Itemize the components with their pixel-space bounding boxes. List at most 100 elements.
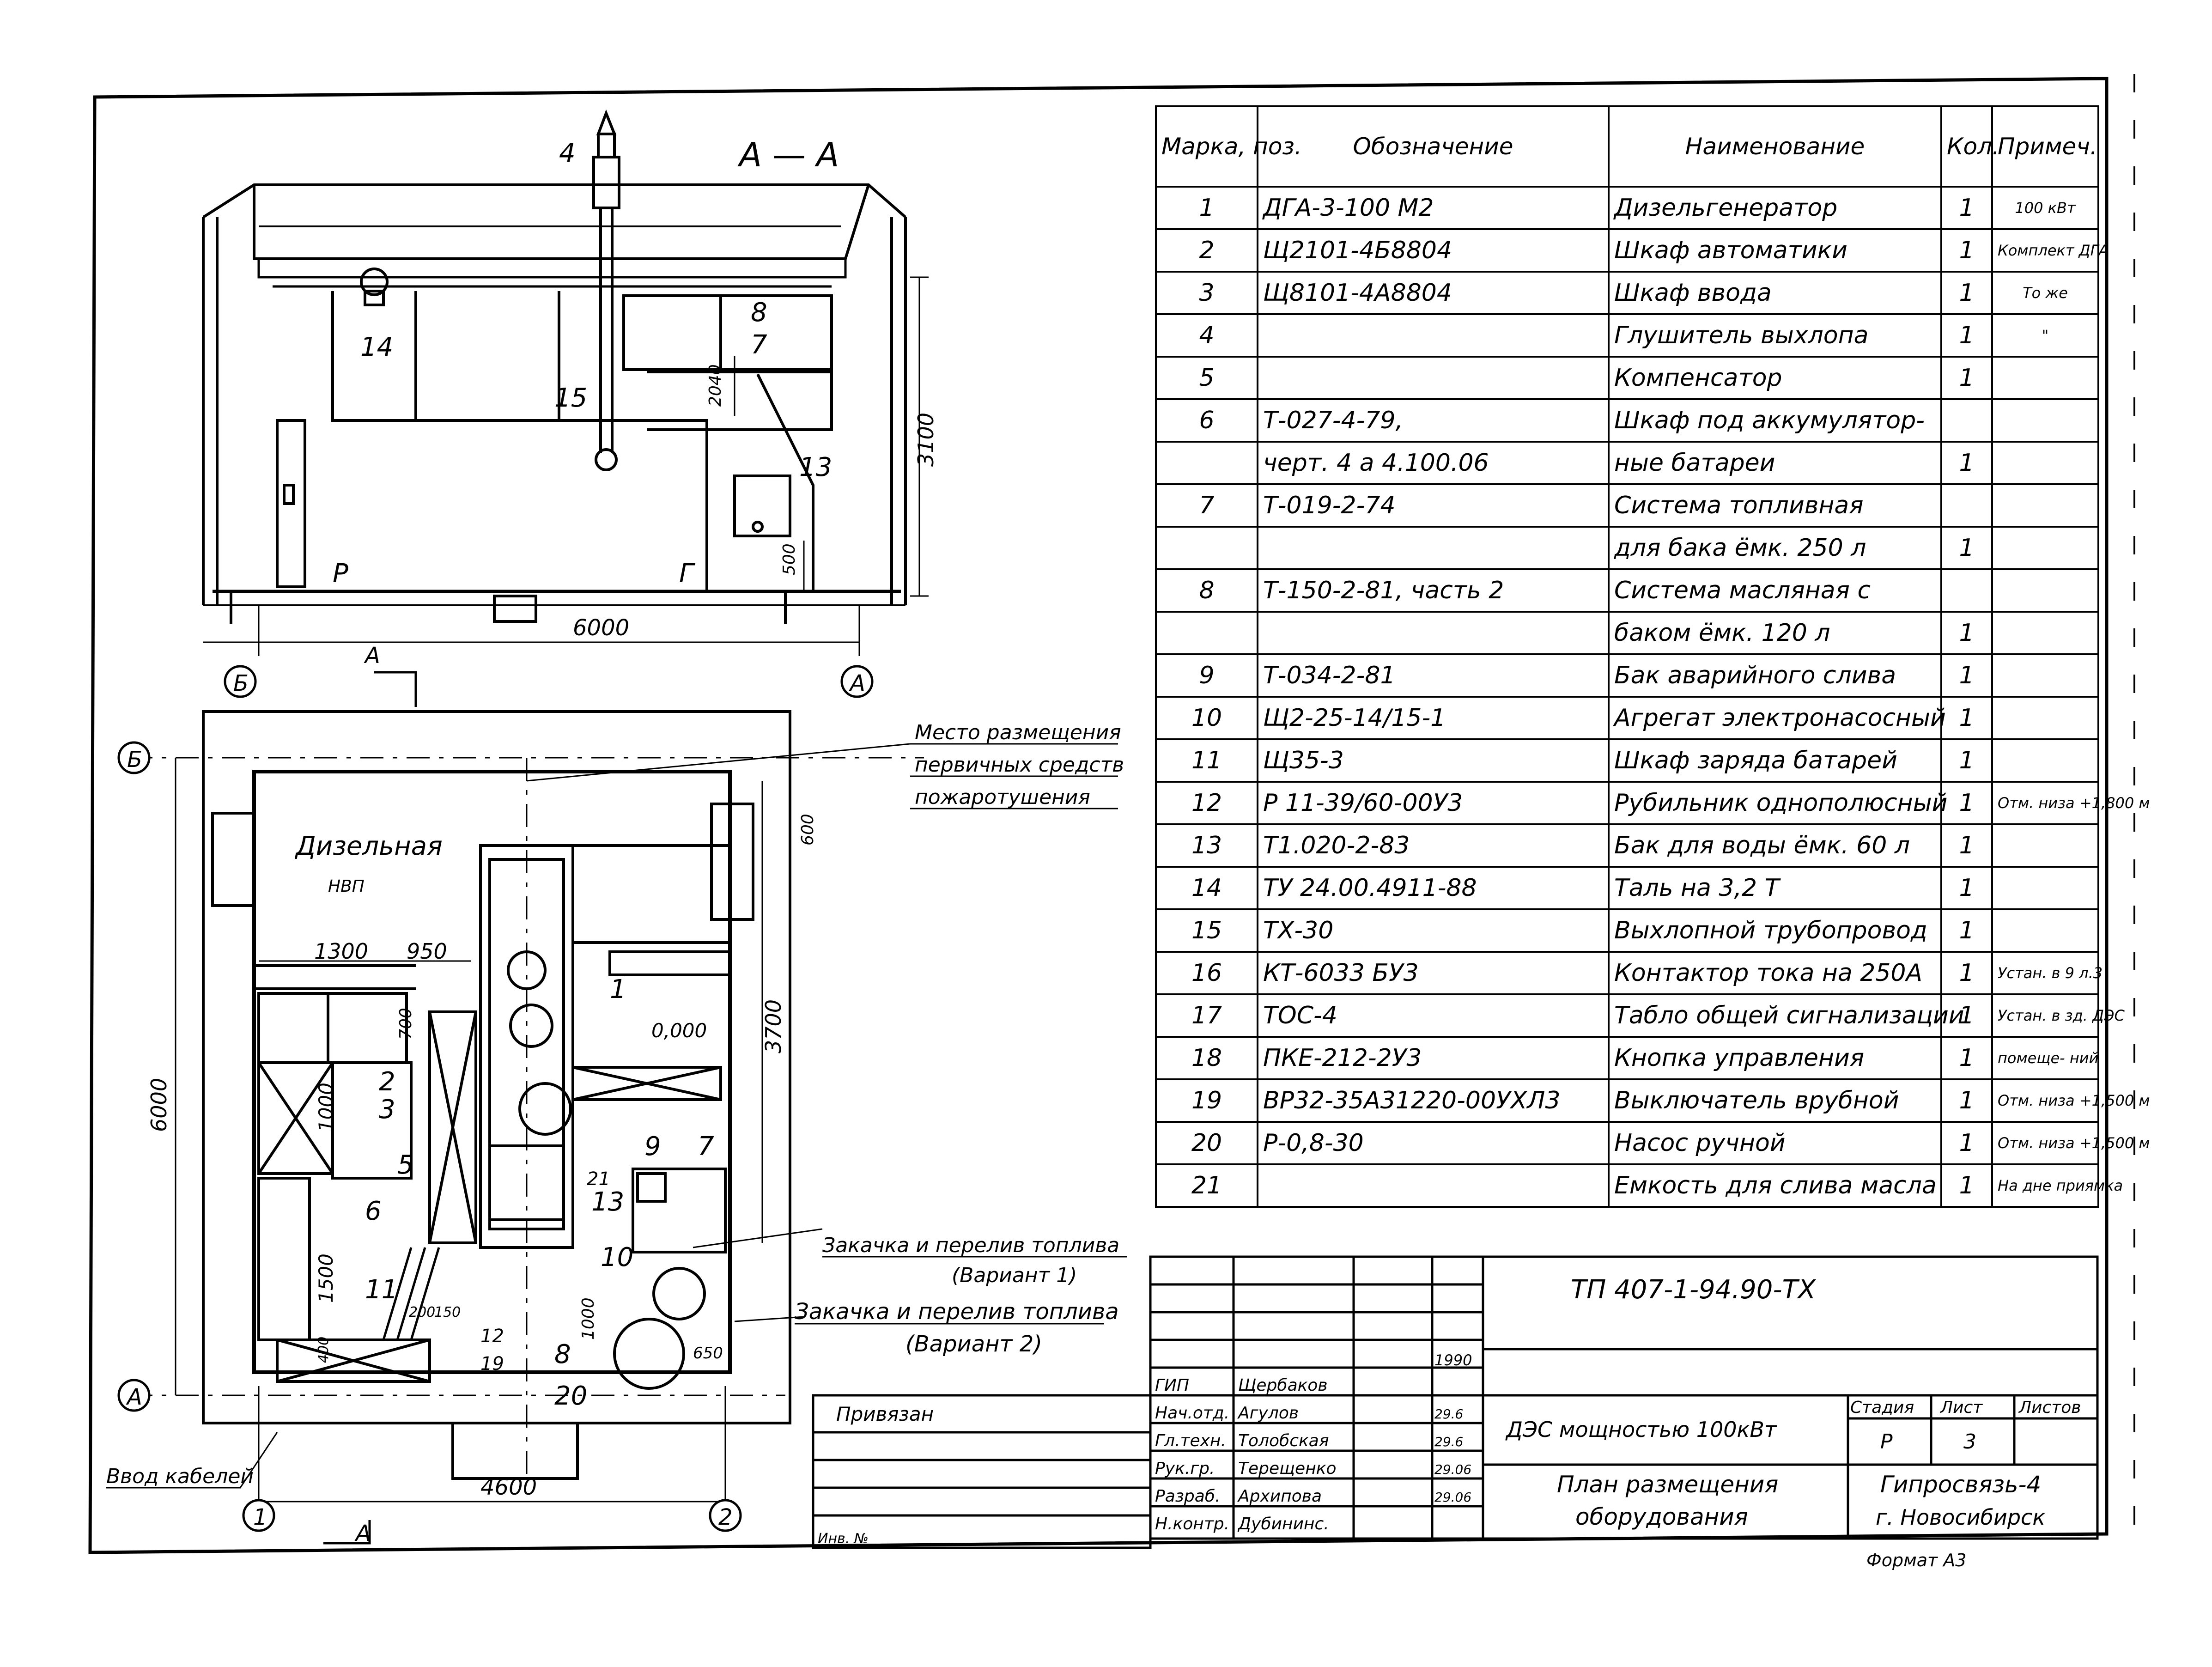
table-cell: Дизельгенератор: [1608, 186, 1942, 230]
table-cell: Т-150-2-81, часть 2: [1257, 568, 1610, 613]
note-fuel-v2-1: Закачка и перелив топлива: [795, 1299, 1119, 1325]
plan-callout-8: 8: [554, 1339, 571, 1369]
table-cell: [1991, 653, 2099, 698]
table-cell: Табло общей сигнализации: [1608, 993, 1964, 1038]
table-cell: [1991, 526, 2099, 570]
table-cell: [1155, 441, 1258, 485]
table-cell: Глушитель выхлопа: [1608, 313, 1942, 358]
tied-label: Привязан: [836, 1403, 934, 1425]
plan-callout-2: 2: [379, 1067, 395, 1097]
table-cell: 9: [1155, 653, 1258, 698]
table-cell: Р 11-39/60-00У3: [1257, 781, 1610, 825]
callout-7: 7: [751, 330, 767, 360]
note-fire-1: Место размещения: [915, 721, 1121, 744]
table-cell: баком ёмк. 120 л: [1608, 611, 1942, 655]
signer-name-0: Щербаков: [1238, 1376, 1328, 1395]
table-cell: Шкаф ввода: [1608, 271, 1942, 315]
axis-b-plan: [117, 741, 151, 774]
table-cell: [1991, 696, 2099, 740]
table-cell: [1991, 908, 2099, 953]
table-cell: 2: [1155, 228, 1258, 273]
table-cell: Емкость для слива масла: [1608, 1163, 1942, 1208]
table-cell: [1991, 568, 2099, 613]
table-cell: 1: [1940, 823, 1993, 868]
sheet-title-1: План размещения: [1557, 1471, 1778, 1498]
axis-b-top-label: Б: [233, 670, 249, 696]
plan-callout-5: 5: [397, 1150, 414, 1180]
table-cell: 20: [1155, 1121, 1258, 1165]
table-cell: 18: [1155, 1036, 1258, 1080]
table-cell: ": [1991, 313, 2099, 358]
dim-650: 650: [693, 1344, 723, 1363]
table-cell: Т-034-2-81: [1257, 653, 1610, 698]
table-cell: 1: [1940, 951, 1993, 995]
table-cell: [1155, 526, 1258, 570]
callout-4: 4: [559, 138, 576, 168]
axis-b-top: [224, 665, 257, 698]
plan-callout-6: 6: [365, 1196, 382, 1226]
table-cell: 1: [1940, 993, 1993, 1038]
table-cell: 1: [1940, 611, 1993, 655]
col-name: Наименование: [1608, 105, 1942, 188]
table-cell: Выключатель врубной: [1608, 1078, 1942, 1123]
table-cell: 19: [1155, 1078, 1258, 1123]
table-cell: для бака ёмк. 250 л: [1608, 526, 1942, 570]
table-cell: черт. 4 а 4.100.06: [1257, 441, 1610, 485]
table-cell: Щ2101-4Б8804: [1257, 228, 1610, 273]
callout-8: 8: [751, 298, 767, 328]
note-fuel-v1-2: (Вариант 1): [952, 1264, 1077, 1287]
org-name: Гипросвязь-4: [1880, 1471, 2041, 1498]
org-city: г. Новосибирск: [1876, 1505, 2045, 1530]
axis-a-plan-label: А: [126, 1384, 142, 1410]
col-qty: Кол.: [1940, 105, 1999, 188]
table-cell: Агрегат электронасосный: [1608, 696, 1946, 740]
section-marker-top: А: [364, 643, 380, 669]
callout-15: 15: [554, 383, 587, 413]
table-cell: ТУ 24.00.4911-88: [1257, 866, 1610, 910]
table-cell: [1940, 483, 1993, 528]
table-cell: 1: [1940, 526, 1993, 570]
table-cell: [1940, 398, 1993, 443]
sheets-label: Листов: [2018, 1398, 2081, 1417]
table-cell: 1: [1940, 356, 1993, 400]
table-cell: 100 кВт: [1991, 186, 2099, 230]
doc-code: ТП 407-1-94.90-ТХ: [1571, 1275, 1817, 1305]
table-cell: 1: [1940, 738, 1993, 783]
sheet-title-2: оборудования: [1575, 1503, 1748, 1530]
callout-14: 14: [360, 332, 393, 362]
table-cell: [1991, 441, 2099, 485]
table-cell: 1: [1940, 696, 1993, 740]
table-cell: Щ35-3: [1257, 738, 1610, 783]
title-block: [812, 1255, 2099, 1549]
section-title: А — А: [737, 135, 839, 174]
table-cell: Устан. в зд. ДЭС: [1991, 993, 2125, 1038]
table-cell: Т-019-2-74: [1257, 483, 1610, 528]
sheet-label: Лист: [1939, 1398, 1983, 1417]
table-cell: 6: [1155, 398, 1258, 443]
table-cell: 1: [1940, 908, 1993, 953]
dim-4600: 4600: [480, 1474, 537, 1500]
note-fire-2: первичных средств: [915, 753, 1124, 777]
leader-lines: [106, 743, 1127, 1489]
dim-6000-plan: 6000: [146, 1078, 171, 1132]
table-cell: Система топливная: [1608, 483, 1942, 528]
signer-date-1: 29.6: [1434, 1406, 1463, 1422]
col-mark: Марка, поз.: [1155, 105, 1302, 188]
table-cell: Щ2-25-14/15-1: [1257, 696, 1610, 740]
table-cell: 13: [1155, 823, 1258, 868]
table-cell: [1155, 611, 1258, 655]
axis-a-plan: [117, 1379, 151, 1412]
plan-callout-7: 7: [698, 1132, 714, 1162]
table-cell: Таль на 3,2 Т: [1608, 866, 1942, 910]
signer-name-5: Дубининс.: [1237, 1515, 1329, 1533]
table-cell: 1: [1940, 653, 1993, 698]
spec-header-row: Марка, поз. Обозначение Наименование Кол…: [1155, 105, 2099, 188]
